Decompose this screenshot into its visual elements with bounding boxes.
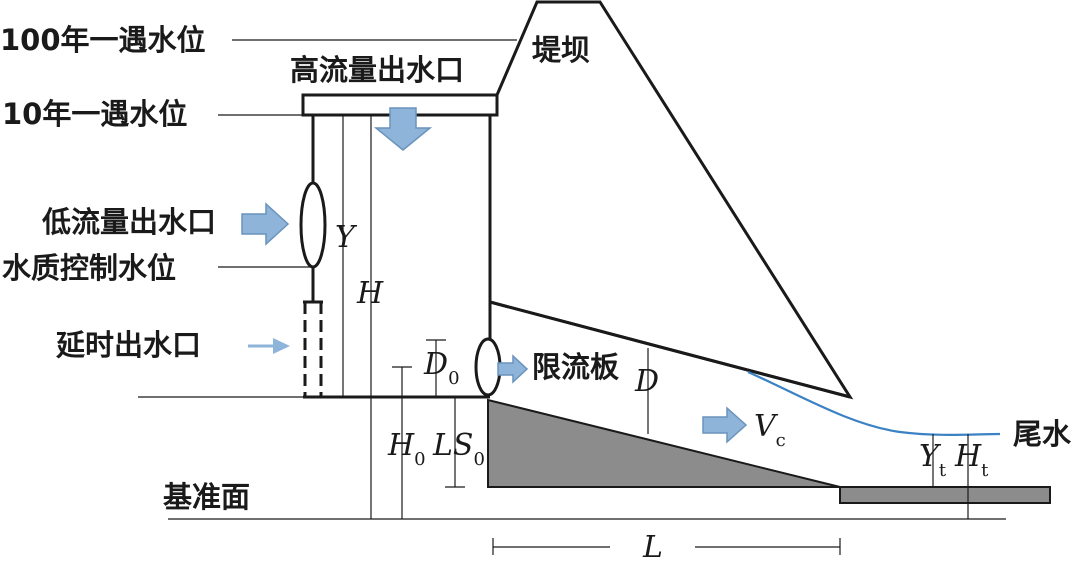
label-low-flow-outlet: 低流量出水口 [41, 205, 216, 239]
culvert-crown-line [489, 300, 851, 399]
low-outlet-arrow-icon [241, 202, 290, 246]
symbol-Ht: Ht [954, 439, 989, 481]
tailwater-surface [747, 370, 1001, 436]
label-water-quality-level: 水质控制水位 [2, 251, 176, 285]
high-outlet-arrow-icon [373, 107, 433, 151]
symbol-L: L [642, 530, 663, 565]
label-dam: 堤坝 [532, 33, 590, 67]
low-flow-orifice [299, 181, 327, 269]
delay-outlet-arrow-icon [248, 338, 290, 354]
tailwater-channel-bed [839, 486, 1051, 504]
label-100yr-water-level: 100年一遇水位 [0, 23, 206, 57]
symbol-H: H [356, 276, 384, 311]
restrictor-orifice [474, 337, 502, 397]
symbol-LS0: LS0 [432, 428, 485, 470]
label-delay-outlet: 延时出水口 [55, 328, 201, 362]
velocity-arrow-icon [702, 406, 748, 444]
label-restrictor-plate: 限流板 [532, 350, 620, 384]
symbol-Vc: Vc [754, 409, 786, 451]
label-datum: 基准面 [163, 480, 250, 514]
symbol-Yt: Yt [919, 439, 947, 481]
label-tailwater: 尾水 [1013, 417, 1072, 451]
outlet-culvert-wedge [487, 398, 841, 488]
symbol-Y: Y [335, 220, 358, 255]
label-high-flow-outlet: 高流量出水口 [290, 53, 464, 87]
symbol-H0: H0 [387, 428, 426, 470]
label-10yr-water-level: 10年一遇水位 [2, 97, 187, 131]
restrictor-arrow-icon [497, 354, 529, 384]
symbol-D0: D0 [423, 347, 460, 389]
symbol-D: D [634, 364, 659, 399]
